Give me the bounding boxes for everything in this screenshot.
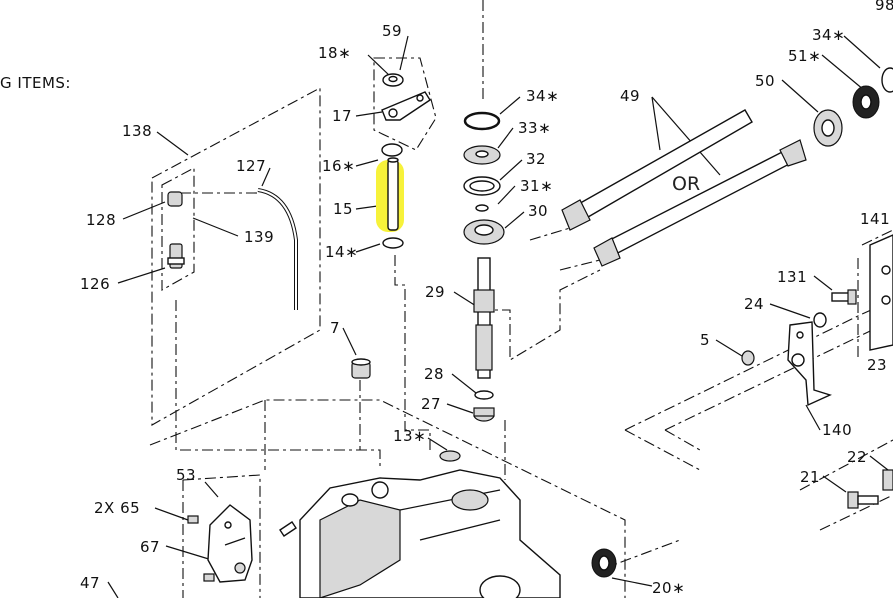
callout-15: 15 <box>333 200 353 218</box>
part-7-plug <box>351 358 371 379</box>
part-32-washer <box>463 176 501 196</box>
callout-51: 51∗ <box>788 47 821 65</box>
callout-67: 67 <box>140 538 160 556</box>
callout-98: 98 <box>875 0 893 14</box>
part-98-fragment <box>881 67 893 93</box>
header-fragment: G ITEMS: <box>0 74 71 92</box>
housing <box>279 469 561 598</box>
callout-14: 14∗ <box>325 243 358 261</box>
callout-141: 141 <box>860 210 890 228</box>
callout-34b: 34∗ <box>812 26 845 44</box>
leader-lines <box>107 35 889 598</box>
callout-31: 31∗ <box>520 177 553 195</box>
callout-17: 17 <box>332 107 352 125</box>
callout-labels: 98 59 18∗ 17 16∗ 15 14∗ 138 127 128 139 … <box>80 0 893 597</box>
callout-18: 18∗ <box>318 44 351 62</box>
callout-20: 20∗ <box>652 579 685 597</box>
part-141-plate <box>869 234 893 351</box>
callout-53: 53 <box>176 466 196 484</box>
callout-59: 59 <box>382 22 402 40</box>
callout-127: 127 <box>236 157 266 175</box>
part-16-oring <box>381 143 403 157</box>
callout-32: 32 <box>526 150 546 168</box>
part-51-seal <box>852 85 880 119</box>
part-128-fitting <box>167 191 183 207</box>
callout-29: 29 <box>425 283 445 301</box>
callout-16: 16∗ <box>322 157 355 175</box>
part-33-seal <box>463 145 501 165</box>
callout-131: 131 <box>777 268 807 286</box>
or-label: OR <box>672 173 700 195</box>
callout-33: 33∗ <box>518 119 551 137</box>
callout-5: 5 <box>700 331 710 349</box>
part-140-bracket <box>787 321 832 407</box>
callout-21: 21 <box>800 468 820 486</box>
part-22-bolt <box>882 469 893 491</box>
callout-65: 2X 65 <box>94 499 140 517</box>
callout-13: 13∗ <box>393 427 426 445</box>
callout-30: 30 <box>528 202 548 220</box>
part-50-bearing <box>813 109 843 147</box>
callout-126: 126 <box>80 275 110 293</box>
part-21-bolt <box>847 491 879 509</box>
part-15-shaft <box>376 157 404 232</box>
part-34-circlip <box>463 111 501 131</box>
part-49-axles <box>561 109 807 267</box>
part-65-bolts <box>187 515 215 582</box>
part-126-fitting <box>167 243 185 269</box>
part-30-bearing <box>463 219 505 245</box>
callout-138: 138 <box>122 122 152 140</box>
callout-7: 7 <box>330 319 340 337</box>
part-67-cover <box>207 504 253 583</box>
part-28-washer <box>474 390 494 400</box>
part-20-seal <box>591 548 617 578</box>
part-59-washer <box>382 73 404 87</box>
callout-27: 27 <box>421 395 441 413</box>
part-31-ring <box>475 204 489 212</box>
callout-24: 24 <box>744 295 764 313</box>
callout-28: 28 <box>424 365 444 383</box>
callout-140: 140 <box>822 421 852 439</box>
part-14-ring <box>382 237 404 249</box>
dashed-outlines <box>149 0 893 598</box>
callout-139: 139 <box>244 228 274 246</box>
callout-47: 47 <box>80 574 100 592</box>
part-27-bearing <box>473 407 495 422</box>
part-5-washer <box>741 350 755 366</box>
part-127-tube <box>257 188 298 310</box>
callout-23: 23 <box>867 356 887 374</box>
part-131-bolt <box>831 289 857 305</box>
part-13-seal <box>439 450 461 462</box>
callout-50: 50 <box>755 72 775 90</box>
part-24-washer <box>813 312 827 328</box>
callout-34a: 34∗ <box>526 87 559 105</box>
callout-22: 22 <box>847 448 867 466</box>
callout-49: 49 <box>620 87 640 105</box>
part-17-lever <box>381 91 431 121</box>
part-29-input-shaft <box>473 257 495 379</box>
callout-128: 128 <box>86 211 116 229</box>
